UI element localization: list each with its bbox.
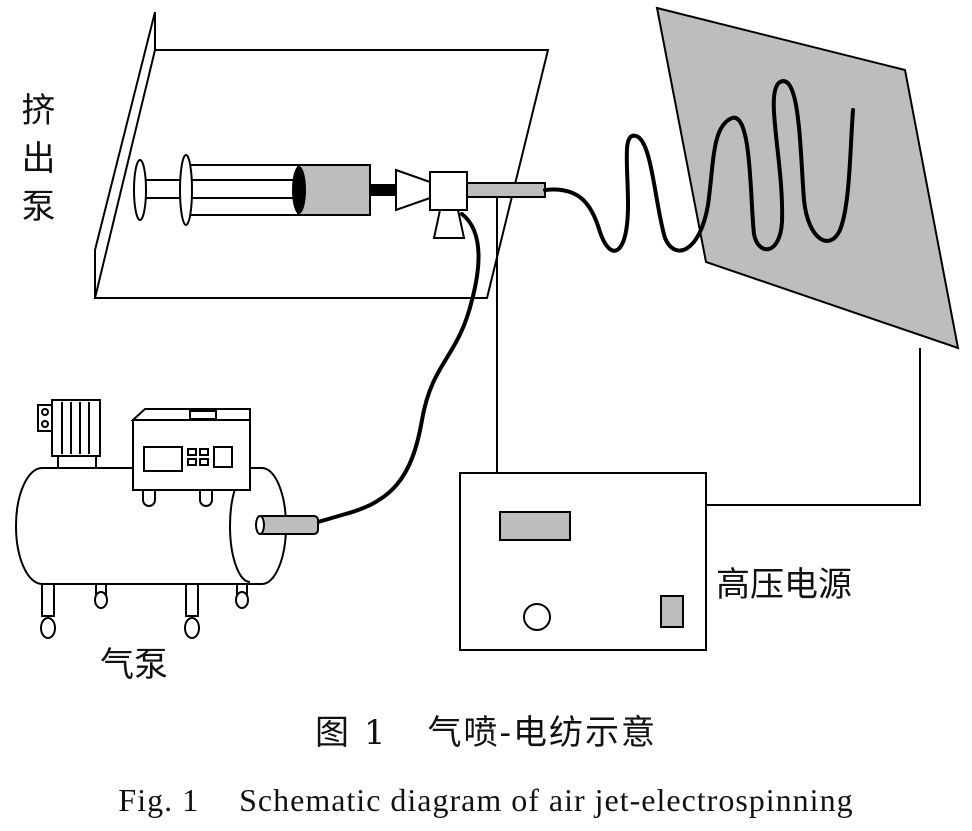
caption-english: Fig. 1 Schematic diagram of air jet-elect… [0, 784, 972, 816]
supply-display [499, 511, 571, 541]
controller-button [187, 448, 197, 456]
fiber-jet [543, 79, 855, 253]
caption-en-title: Schematic diagram of air jet-electrospin… [239, 782, 854, 818]
controller-button [199, 458, 209, 466]
caption-cn-title: 气喷-电纺示意 [427, 713, 657, 753]
tank-outlet-pipe [257, 515, 319, 535]
controller-foot [199, 489, 213, 507]
collector-plate [655, 6, 960, 350]
controller-foot [142, 489, 156, 507]
extrusion-pump-label: 挤出泵 [15, 92, 55, 236]
pump-wheel [94, 591, 108, 609]
plunger-flange [133, 159, 147, 221]
pump-wheel [184, 617, 200, 639]
air-tank [15, 467, 287, 585]
pump-leg [41, 579, 55, 617]
syringe [133, 154, 546, 239]
caption-chinese: 图 1 气喷-电纺示意 [0, 716, 972, 750]
controller-button [187, 458, 197, 466]
air-hose [316, 212, 481, 524]
controller-display [143, 446, 183, 472]
supply-switch [660, 595, 684, 628]
high-voltage-power-supply [459, 472, 707, 651]
supply-knob [523, 603, 551, 631]
spinneret-needle [466, 182, 546, 198]
pump-leg [185, 579, 199, 617]
air-pump-label: 气泵 [100, 645, 168, 685]
coaxial-nozzle [429, 171, 468, 211]
pump-motor [51, 399, 101, 457]
high-voltage-supply-label: 高压电源 [716, 565, 852, 605]
air-inlet [432, 209, 466, 239]
caption-en-number: Fig. 1 [118, 782, 200, 818]
caption-cn-number: 图 1 [315, 713, 388, 753]
plunger-head [292, 166, 306, 214]
barrel-flange [179, 154, 193, 226]
pump-wheel [40, 617, 56, 639]
syringe-connector [370, 184, 396, 196]
air-pump [15, 399, 319, 639]
hv-wire-collector [706, 348, 921, 506]
controller-button [199, 448, 209, 456]
pump-wheel [235, 591, 249, 609]
syringe-solution [297, 164, 371, 216]
